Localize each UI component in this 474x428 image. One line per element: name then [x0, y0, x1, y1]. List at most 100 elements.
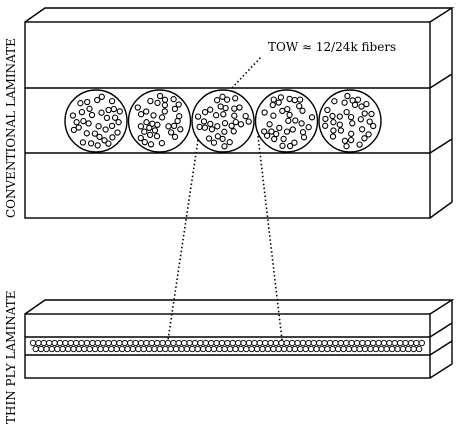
fiber [341, 137, 349, 144]
thin-ply-fiber [175, 339, 182, 347]
thin-ply-fiber [64, 345, 72, 353]
fiber [161, 96, 169, 103]
thin-ply-fiber [348, 339, 355, 347]
thin-ply-fiber [216, 345, 223, 353]
thin-ply-fiber [351, 345, 358, 353]
fiber [69, 112, 77, 119]
fiber [284, 105, 291, 113]
thin-ply-fibers [29, 339, 425, 353]
thin-ply-fiber [378, 345, 385, 353]
thin-ply-fiber [148, 339, 155, 347]
thin-ply-side-boundary-lower [429, 340, 453, 356]
thin-ply-fiber [151, 345, 158, 353]
thin-ply-fiber [124, 345, 131, 353]
fiber [270, 112, 277, 119]
thin-ply-fiber [413, 339, 420, 347]
fiber [108, 97, 116, 105]
thin-ply-fiber [224, 339, 231, 347]
thin-ply-fiber [256, 339, 263, 347]
fiber [291, 139, 298, 146]
tow-5 [318, 89, 382, 153]
fiber [151, 127, 159, 134]
thin-ply-fiber [135, 345, 142, 353]
fiber [370, 122, 377, 130]
fiber [232, 118, 239, 126]
fiber [299, 129, 307, 136]
thin-ply-fiber [178, 345, 185, 353]
fiber [79, 139, 87, 146]
fiber [214, 133, 222, 140]
thin-ply-fiber [105, 339, 112, 347]
fiber [80, 117, 87, 125]
fiber [322, 122, 329, 129]
thin-ply-fiber [110, 339, 118, 347]
fiber [354, 96, 362, 103]
thin-ply-fiber [380, 339, 388, 347]
tow-callout-label: TOW ≈ 12/24k fibers [268, 40, 397, 54]
thin-ply-fiber [226, 345, 234, 353]
thin-ply-fiber [310, 339, 317, 347]
thin-ply-fiber [289, 339, 296, 347]
thin-ply-fiber [307, 345, 315, 353]
fiber [263, 132, 271, 139]
fiber [194, 113, 202, 120]
thin-ply-fiber [337, 339, 344, 347]
fiber [75, 124, 82, 131]
fiber [165, 123, 172, 130]
thin-ply-fiber [43, 345, 50, 353]
dotted-connectors [167, 55, 283, 341]
fiber [363, 100, 370, 108]
thin-ply-fiber [102, 345, 110, 353]
fiber [73, 119, 80, 126]
fiber [84, 98, 91, 106]
conventional-side-boundary-upper [429, 73, 453, 89]
thin-ply-fiber [399, 345, 407, 353]
thin-ply-fiber [194, 345, 201, 353]
thin-ply-fiber [127, 339, 134, 347]
fiber [86, 105, 93, 112]
thin-ply-laminate-block [24, 299, 455, 379]
thin-ply-side-boundary-upper [429, 322, 453, 338]
fiber [269, 101, 276, 109]
fiber [348, 130, 355, 137]
fiber [143, 119, 150, 126]
thin-ply-fiber [94, 339, 101, 347]
fiber [228, 122, 235, 129]
tow-4 [254, 89, 319, 153]
thin-ply-fiber [391, 339, 398, 347]
thin-ply-top-face [24, 299, 455, 315]
thin-ply-fiber [270, 345, 277, 353]
thin-ply-fiber [329, 345, 336, 353]
conventional-laminate-label: CONVENTIONAL LAMINATE [4, 38, 18, 218]
conventional-front-face [24, 21, 431, 219]
thin-ply-fiber [89, 339, 96, 347]
fiber [331, 98, 338, 105]
fiber [161, 108, 168, 115]
thin-ply-fiber [343, 339, 350, 347]
thin-ply-fiber [213, 339, 220, 347]
fiber [289, 126, 296, 133]
fiber [226, 139, 233, 146]
fiber [277, 94, 285, 101]
thin-ply-fiber [40, 339, 47, 347]
fiber [137, 123, 145, 130]
tow-3 [191, 89, 255, 153]
fiber [143, 108, 150, 115]
thin-ply-fiber [272, 339, 280, 347]
callout-leader [231, 55, 263, 89]
thin-ply-fiber [172, 345, 180, 353]
fiber [286, 111, 293, 119]
fiber [87, 140, 95, 147]
fiber [330, 127, 337, 134]
thin-ply-fiber [410, 345, 417, 353]
fiber [279, 142, 286, 149]
thin-ply-fiber [334, 345, 342, 353]
thin-ply-fiber [243, 345, 250, 353]
thin-ply-fiber [367, 345, 374, 353]
thin-ply-laminate-label: THIN PLY LAMINATE [4, 290, 18, 424]
fiber [158, 140, 166, 147]
tow-outline [64, 89, 128, 153]
thin-ply-fiber [340, 345, 347, 353]
thin-ply-fiber [145, 345, 153, 353]
